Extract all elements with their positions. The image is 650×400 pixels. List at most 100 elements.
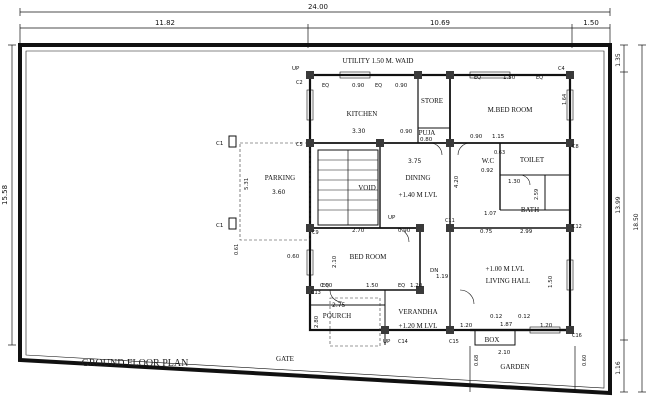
label-c4: C4 [558, 66, 565, 72]
dim-b2: 0.90 [398, 228, 411, 234]
dim-x8: 1.20 [410, 283, 423, 289]
dim-k3: 3.30 [352, 128, 366, 135]
dim-top-left: 11.82 [155, 19, 175, 27]
label-up-3: UP [383, 339, 391, 345]
label-void: VOID [358, 184, 376, 192]
label-up-1: UP [292, 66, 300, 72]
label-c13: C13 [311, 290, 321, 296]
dim-v4: 0.12 [518, 314, 530, 320]
site-edge-lines [19, 346, 611, 394]
label-verandha-level: +1.20 M LVL [399, 322, 438, 330]
dim-l3: 1.19 [436, 274, 449, 280]
label-verandha: VERANDHA [398, 308, 437, 316]
label-dining: DINING [406, 174, 431, 182]
label-c1: C1 [216, 141, 223, 147]
label-c15: C15 [449, 339, 459, 345]
dim-t4: 0.92 [481, 168, 493, 174]
columns [228, 71, 574, 334]
dim-b4: 2.10 [332, 255, 338, 268]
dim-right-2: 13.99 [615, 196, 622, 213]
dim-park2: 5.31 [244, 178, 250, 190]
dim-x2: 0.61 [234, 244, 240, 255]
parking-area-outline [239, 142, 381, 347]
stair-treads [318, 159, 378, 211]
eq-3: EQ [474, 75, 481, 81]
dim-k4: 0.90 [400, 129, 413, 135]
dim-l2: 1.50 [548, 275, 554, 288]
label-c5: C5 [296, 142, 303, 148]
label-garden: GARDEN [500, 363, 529, 371]
dim-t3: 2.59 [534, 189, 540, 200]
label-parking: PARKING [265, 174, 295, 182]
label-box: BOX [485, 336, 500, 344]
label-c9: C9 [312, 230, 319, 236]
label-pourch: POURCH [323, 312, 351, 320]
dim-v3: 1.87 [500, 322, 513, 328]
inner-dimension-labels: 0.90 0.90 3.30 0.90 1.50 1.15 0.90 0.80 … [234, 75, 588, 366]
eq-6: EQ [398, 283, 405, 289]
label-gate: GATE [276, 355, 294, 363]
plot-boundary [18, 43, 612, 396]
label-c2: C2 [296, 80, 303, 86]
dim-b3: 1.50 [366, 283, 379, 289]
label-up-2: UP [388, 215, 396, 221]
dim-x1: 0.60 [287, 254, 300, 260]
label-store: STORE [421, 97, 443, 105]
plan-title: GROUND FLOOR PLAN [82, 358, 189, 369]
dim-x7: 0.60 [320, 283, 333, 289]
dim-right-1: 1.35 [615, 53, 622, 67]
dim-top-right: 1.50 [583, 19, 599, 27]
dim-v2: 0.12 [490, 314, 502, 320]
dim-t2: 1.07 [484, 211, 497, 217]
eq-markers: EQ EQ EQ EQ EQ EQ [322, 75, 543, 289]
dim-t1: 1.30 [508, 179, 521, 185]
dim-left-total: 15.58 [1, 185, 9, 205]
dim-m3: 0.90 [470, 134, 483, 140]
label-bedroom: BED ROOM [350, 253, 388, 261]
dim-x5: 0.60 [582, 355, 588, 366]
eq-5: EQ [322, 283, 329, 289]
label-mbed: M.BED ROOM [488, 106, 534, 114]
left-dimensions [8, 44, 16, 346]
eq-2: EQ [375, 83, 382, 89]
dim-k2: 0.90 [395, 83, 408, 89]
dim-b1: 2.70 [352, 228, 365, 234]
label-wc: W.C [482, 157, 495, 165]
dim-v6: 2.10 [498, 350, 511, 356]
label-c14: C14 [398, 339, 408, 345]
dim-x9: 0.63 [494, 150, 505, 156]
right-dimensions [620, 44, 646, 393]
dim-k1: 0.90 [352, 83, 365, 89]
dim-d2: 4.20 [454, 175, 460, 188]
label-toilet: TOILET [520, 156, 545, 164]
eq-1: EQ [322, 83, 329, 89]
dim-p1: 0.80 [420, 137, 433, 143]
dim-v5: 1.20 [540, 323, 553, 329]
dim-po2: 2.80 [314, 315, 320, 328]
label-c12: C12 [572, 224, 582, 230]
label-utility: UTILITY 1.50 M. WAID [343, 57, 414, 65]
dim-x4: 0.68 [474, 355, 480, 366]
dim-v1: 1.20 [460, 323, 473, 329]
label-bath: BATH [521, 206, 539, 214]
dim-right-outer: 18.50 [633, 213, 640, 230]
dim-x3: 1.64 [562, 94, 568, 105]
dim-right-3: 1.16 [615, 361, 622, 375]
dim-park1: 3.60 [272, 189, 286, 196]
top-dimensions [19, 8, 611, 48]
label-dining-level: +1.40 M LVL [399, 191, 438, 199]
label-c1b: C1 [216, 223, 223, 229]
dim-l1: 2.99 [520, 229, 533, 235]
dim-d1: 3.75 [408, 158, 422, 165]
dim-m2: 1.15 [492, 134, 505, 140]
dim-m1: 1.50 [503, 75, 516, 81]
door-swings [329, 142, 531, 305]
dim-overall: 24.00 [308, 3, 328, 11]
label-c16: C16 [572, 333, 582, 339]
label-c11: C11 [445, 218, 455, 224]
dim-x6: 0.75 [480, 229, 493, 235]
dim-top-mid: 10.69 [430, 19, 450, 27]
label-living: LIVING HALL [486, 277, 531, 285]
